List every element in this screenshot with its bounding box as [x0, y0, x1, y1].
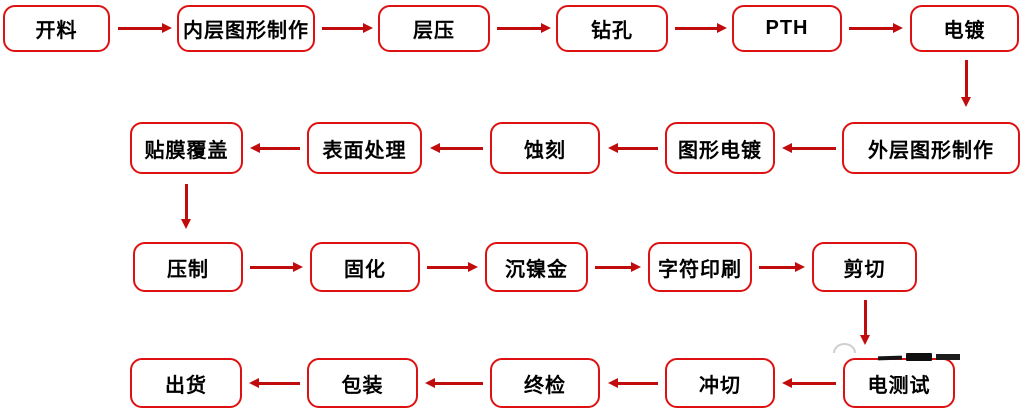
flow-arrow-right: [250, 266, 294, 269]
node-surface-treatment: 表面处理: [307, 122, 422, 174]
flow-arrow-right: [595, 266, 632, 269]
node-outer-layer-imaging: 外层图形制作: [842, 122, 1020, 174]
flow-arrow-right: [759, 266, 796, 269]
node-cutting: 开料: [3, 5, 110, 52]
node-curing: 固化: [310, 242, 420, 292]
node-drilling: 钻孔: [556, 5, 668, 52]
flow-arrow-right: [322, 27, 364, 30]
node-shipment: 出货: [130, 358, 242, 408]
flow-arrow-right: [118, 27, 163, 30]
flow-arrow-right: [849, 27, 894, 30]
flow-arrow-down: [864, 300, 867, 336]
smudge-artifact: [833, 343, 856, 353]
flow-arrow-right: [497, 27, 542, 30]
flow-arrow-left: [439, 147, 483, 150]
flow-arrow-left: [617, 382, 658, 385]
node-punching: 冲切: [665, 358, 775, 408]
node-legend-printing: 字符印刷: [648, 242, 752, 292]
node-pressing: 压制: [133, 242, 243, 292]
flow-arrow-down: [185, 184, 188, 220]
node-electrical-test: 电测试: [843, 358, 955, 408]
flow-arrow-right: [427, 266, 469, 269]
node-packaging: 包装: [307, 358, 418, 408]
node-pattern-plating: 图形电镀: [665, 122, 775, 174]
node-enig: 沉镍金: [485, 242, 588, 292]
flow-arrow-left: [258, 382, 300, 385]
smudge-artifact: [906, 353, 932, 361]
flow-arrow-right: [675, 27, 718, 30]
flow-arrow-left: [259, 147, 300, 150]
node-final-inspection: 终检: [490, 358, 600, 408]
node-shearing: 剪切: [812, 242, 917, 292]
node-etching: 蚀刻: [490, 122, 600, 174]
flow-arrow-down: [965, 60, 968, 98]
node-film-covering: 贴膜覆盖: [130, 122, 243, 174]
smudge-artifact: [936, 354, 960, 360]
node-inner-layer-imaging: 内层图形制作: [177, 5, 315, 52]
smudge-artifact: [877, 355, 903, 361]
flow-arrow-left: [791, 382, 836, 385]
node-plating: 电镀: [910, 5, 1019, 52]
node-lamination: 层压: [378, 5, 490, 52]
node-pth: PTH: [732, 5, 842, 52]
flow-arrow-left: [617, 147, 658, 150]
flow-arrow-left: [791, 147, 836, 150]
flow-arrow-left: [434, 382, 483, 385]
